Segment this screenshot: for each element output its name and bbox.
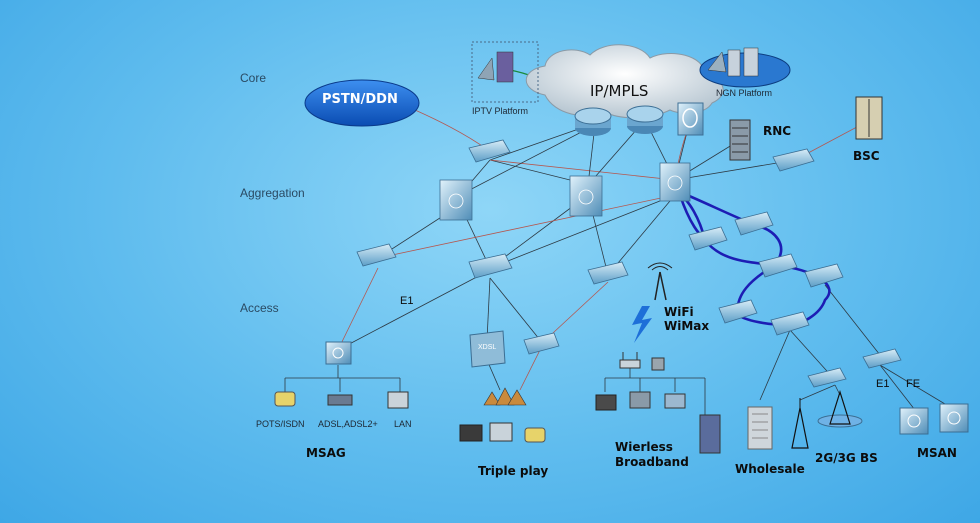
link bbox=[377, 194, 676, 259]
ring-switch bbox=[758, 253, 798, 278]
link bbox=[489, 277, 541, 341]
aggregation-router bbox=[439, 179, 473, 221]
msag-drop bbox=[284, 365, 401, 392]
ip-mpls-label: IP/MPLS bbox=[590, 82, 649, 100]
ring-switch bbox=[804, 263, 844, 288]
wifi-label: WiFi bbox=[664, 305, 694, 319]
computer-icon bbox=[387, 391, 409, 409]
msan-node-icon bbox=[899, 407, 929, 435]
aggregation-router bbox=[569, 175, 603, 217]
rnc-rack-icon bbox=[729, 119, 751, 161]
ring-switch bbox=[734, 211, 774, 236]
access-point-icon bbox=[619, 352, 641, 369]
msag-node-icon bbox=[325, 341, 352, 365]
iptv-platform-icon bbox=[471, 41, 539, 103]
link bbox=[489, 194, 676, 269]
ngn-platform-icon bbox=[699, 47, 791, 88]
aggregation-switch bbox=[468, 139, 511, 163]
phone-icon bbox=[274, 391, 296, 407]
xdsl-switch bbox=[523, 332, 560, 355]
bsc-label: BSC bbox=[853, 149, 880, 163]
link bbox=[824, 284, 881, 356]
link bbox=[459, 124, 596, 196]
core-switch bbox=[677, 102, 704, 136]
link bbox=[607, 194, 676, 276]
wholesale-building-icon bbox=[747, 406, 773, 450]
modem-icon bbox=[327, 394, 353, 406]
link bbox=[879, 364, 956, 411]
bs-label: 2G/3G BS bbox=[815, 451, 878, 465]
triple-play-label: Triple play bbox=[478, 464, 549, 478]
edge-switch bbox=[862, 348, 902, 369]
ring-switch bbox=[770, 311, 810, 336]
wireless-building-icon bbox=[699, 414, 721, 454]
adsl-label: ADSL,ADSL2+ bbox=[318, 419, 378, 429]
iptv-platform-label: IPTV Platform bbox=[472, 106, 529, 116]
layer-aggregation-label: Aggregation bbox=[240, 186, 305, 200]
core-router bbox=[626, 105, 664, 134]
laptop-icon bbox=[595, 394, 617, 411]
pstn-ddn-label: PSTN/DDN bbox=[322, 92, 398, 107]
fe-label: FE bbox=[906, 378, 921, 390]
aggregation-switch bbox=[772, 148, 815, 172]
link bbox=[486, 277, 491, 341]
houses-icon bbox=[483, 387, 527, 406]
msan-node-icon bbox=[939, 403, 969, 433]
wireless-label-line2: Broadband bbox=[615, 455, 689, 469]
link bbox=[489, 124, 591, 161]
camera-icon bbox=[651, 357, 665, 371]
access-switch bbox=[468, 253, 513, 279]
ngn-platform-label: NGN Platform bbox=[716, 88, 773, 98]
access-switch bbox=[587, 261, 629, 285]
link-pstn-core bbox=[414, 109, 489, 151]
wireless-drop bbox=[604, 365, 706, 415]
e1-left-label: E1 bbox=[400, 295, 414, 307]
wimax-label: WiMax bbox=[664, 319, 710, 333]
bsc-cabinet-icon bbox=[855, 96, 883, 140]
ring-switch bbox=[688, 226, 728, 251]
link bbox=[519, 349, 541, 391]
ring-switch bbox=[718, 299, 758, 324]
phone-icon bbox=[524, 427, 546, 443]
bs-tower-icon bbox=[791, 398, 809, 449]
access-switch bbox=[356, 243, 397, 267]
core-router bbox=[574, 107, 612, 136]
link bbox=[759, 329, 791, 401]
msan-label: MSAN bbox=[917, 446, 957, 460]
e1-right-label: E1 bbox=[876, 378, 890, 390]
printer-icon bbox=[629, 391, 651, 409]
router-icon bbox=[664, 393, 686, 409]
link bbox=[879, 364, 916, 411]
aggregation-router bbox=[659, 162, 691, 202]
xdsl-node-icon bbox=[469, 330, 506, 368]
edge-switch bbox=[807, 367, 847, 388]
pstn-ddn-ellipse bbox=[304, 79, 420, 127]
link bbox=[337, 269, 491, 351]
layer-access-label: Access bbox=[240, 301, 279, 315]
rnc-label: RNC bbox=[763, 124, 792, 138]
lightning-icon bbox=[632, 306, 652, 343]
wholesale-label: Wholesale bbox=[735, 462, 805, 476]
link bbox=[674, 159, 796, 181]
lan-label: LAN bbox=[394, 419, 412, 429]
bs-tower-icon bbox=[817, 389, 863, 428]
link bbox=[799, 384, 836, 401]
layer-core-label: Core bbox=[240, 71, 267, 85]
link bbox=[337, 267, 379, 351]
tv-icon bbox=[459, 424, 483, 442]
pc-icon bbox=[489, 422, 513, 442]
pots-isdn-label: POTS/ISDN bbox=[256, 419, 305, 429]
xdsl-label: XDSL bbox=[478, 344, 497, 351]
wireless-label-line1: Wierless bbox=[615, 440, 673, 454]
msag-label: MSAG bbox=[306, 446, 346, 460]
wifi-tower-icon bbox=[647, 262, 673, 301]
